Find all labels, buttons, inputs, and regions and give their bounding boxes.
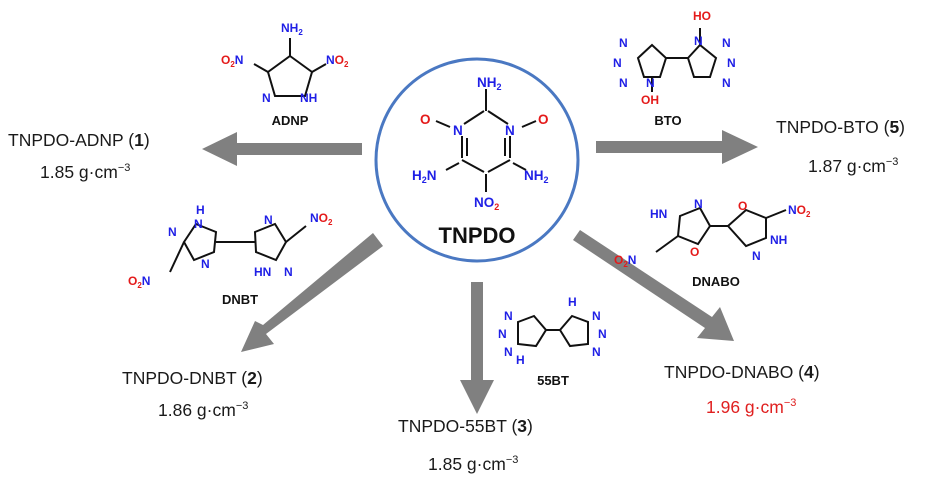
bto-n7: N: [727, 56, 736, 70]
dnabo-n1: N: [694, 197, 703, 211]
bto-n2: N: [613, 56, 622, 70]
55bt-nh: H: [516, 353, 525, 367]
dnbt-label: DNBT: [222, 292, 258, 307]
55bt-n4: N: [592, 309, 601, 323]
arrow-to-55bt: [460, 282, 494, 414]
dnbt-structure: H N N N N N HN NO2 O2N DNBT: [128, 203, 333, 307]
bto-n8: N: [722, 76, 731, 90]
atom-n-left: N: [453, 123, 463, 138]
dnabo-label: DNABO: [692, 274, 740, 289]
dnbt-no2: NO2: [310, 211, 333, 227]
dnabo-hn: HN: [650, 207, 667, 221]
tnpdo-structure: NH2 N N O O H2N NH2 NO2 TNPDO: [412, 75, 549, 248]
bto-oh-bottom: OH: [641, 93, 659, 107]
product-2-name: TNPDO-DNBT (2): [122, 368, 263, 388]
dnabo-nh: NH: [770, 233, 787, 247]
55bt-label: 55BT: [537, 373, 569, 388]
55bt-n2: N: [498, 327, 507, 341]
product-3-density: 1.85 g·cm−3: [428, 454, 518, 474]
product-adnp: TNPDO-ADNP (1) 1.85 g·cm−3: [8, 130, 150, 182]
product-bto: TNPDO-BTO (5) 1.87 g·cm−3: [776, 117, 905, 176]
bto-oh-top: HO: [693, 9, 711, 23]
product-4-density: 1.96 g·cm−3: [706, 397, 796, 417]
55bt-n3: N: [504, 345, 513, 359]
adnp-nh: NH: [300, 91, 317, 105]
dnabo-o1: O: [690, 245, 699, 259]
dnbt-n4: N: [264, 213, 273, 227]
dnabo-no2: NO2: [788, 203, 811, 219]
bto-n3: N: [619, 76, 628, 90]
dnbt-n2: N: [168, 225, 177, 239]
arrow-to-adnp: [202, 132, 362, 166]
product-1-density: 1.85 g·cm−3: [40, 162, 130, 182]
center-title: TNPDO: [439, 223, 516, 248]
bto-label: BTO: [654, 113, 681, 128]
dnbt-o2n: O2N: [128, 274, 150, 290]
atom-o-left: O: [420, 112, 431, 127]
55bt-n1: N: [504, 309, 513, 323]
dnbt-nh-bottom: HN: [254, 265, 271, 279]
dnbt-n5: N: [284, 265, 293, 279]
product-5-density: 1.87 g·cm−3: [808, 156, 898, 176]
bto-n4: N: [646, 76, 655, 90]
55bt-n5: N: [598, 327, 607, 341]
center-circle: [374, 57, 580, 263]
adnp-structure: NH2 O2N NO2 N NH ADNP: [221, 21, 349, 128]
atom-o-right: O: [538, 112, 549, 127]
adnp-o2n: O2N: [221, 53, 243, 69]
adnp-label: ADNP: [272, 113, 309, 128]
55bt-n6: N: [592, 345, 601, 359]
atom-no2-bottom: NO2: [474, 195, 499, 212]
product-1-name: TNPDO-ADNP (1): [8, 130, 150, 150]
dnbt-n1: N: [194, 217, 203, 231]
product-dnbt: TNPDO-DNBT (2) 1.86 g·cm−3: [122, 368, 263, 420]
atom-nh2-top: NH2: [477, 75, 502, 92]
atom-h2n-left: H2N: [412, 168, 437, 185]
bto-n6: N: [722, 36, 731, 50]
arrow-to-dnabo: [573, 230, 734, 341]
bto-structure: N N N N N N N N HO OH BTO: [613, 9, 736, 128]
adnp-n: N: [262, 91, 271, 105]
atom-n-right: N: [505, 123, 515, 138]
55bt-structure: N N N H H N N N 55BT: [498, 295, 607, 388]
product-dnabo: TNPDO-DNABO (4) 1.96 g·cm−3: [664, 362, 820, 417]
dnabo-o2n: O2N: [614, 253, 636, 269]
dnabo-structure: HN N O O N NH O2N NO2 DNABO: [614, 197, 811, 289]
bto-n1: N: [619, 36, 628, 50]
product-5-name: TNPDO-BTO (5): [776, 117, 905, 137]
product-2-density: 1.86 g·cm−3: [158, 400, 248, 420]
arrow-to-bto: [596, 130, 758, 164]
product-4-name: TNPDO-DNABO (4): [664, 362, 820, 382]
product-55bt: TNPDO-55BT (3) 1.85 g·cm−3: [398, 416, 533, 474]
55bt-h-top: H: [568, 295, 577, 309]
atom-nh2-right: NH2: [524, 168, 549, 185]
adnp-nh2: NH2: [281, 21, 303, 37]
dnabo-n2: N: [752, 249, 761, 263]
dnbt-n3: N: [201, 257, 210, 271]
dnbt-nh-top: H: [196, 203, 205, 217]
adnp-no2: NO2: [326, 53, 349, 69]
bto-n5: N: [694, 34, 703, 48]
dnabo-o2: O: [738, 199, 747, 213]
arrow-to-dnbt: [241, 233, 383, 352]
arrows: [202, 130, 758, 414]
product-3-name: TNPDO-55BT (3): [398, 416, 533, 436]
